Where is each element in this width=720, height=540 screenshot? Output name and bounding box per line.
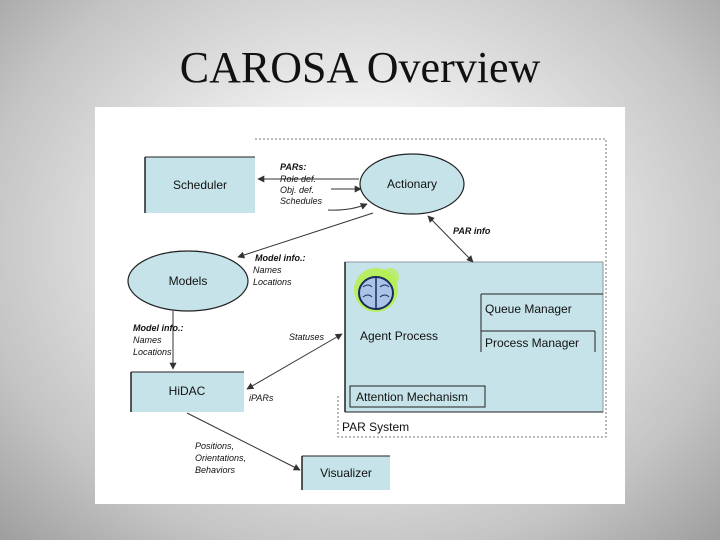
arrow-hidac-visualizer bbox=[186, 412, 301, 471]
model-info-top-title: Model info.: bbox=[255, 253, 306, 263]
scheduler-label: Scheduler bbox=[173, 178, 227, 192]
carosa-diagram: PAR System Queue Manager Process Manager… bbox=[95, 107, 625, 504]
attention-mechanism-box bbox=[349, 385, 486, 408]
par-info-label: PAR info bbox=[453, 226, 491, 236]
actionary-label: Actionary bbox=[387, 177, 437, 191]
pars-label: PARs: bbox=[280, 162, 306, 172]
pars-items: Role def. Obj. def. Schedules bbox=[280, 174, 323, 206]
agent-process-label: Agent Process bbox=[360, 329, 438, 343]
actionary-node bbox=[359, 153, 465, 215]
brain-icon bbox=[354, 268, 399, 312]
hidac-box bbox=[131, 372, 244, 412]
models-node bbox=[127, 250, 249, 312]
visualizer-box bbox=[302, 456, 390, 490]
slide-title: CAROSA Overview bbox=[179, 43, 541, 92]
arrow-statuses-ipars bbox=[246, 333, 343, 390]
diagram-canvas: PAR System Queue Manager Process Manager… bbox=[127, 138, 607, 490]
process-manager-label: Process Manager bbox=[485, 336, 579, 350]
ipars-label: iPARs bbox=[249, 393, 274, 403]
model-info-left-items: Names Locations bbox=[133, 335, 172, 357]
hidac-label: HiDAC bbox=[169, 384, 206, 398]
positions-label: Positions, Orientations, Behaviors bbox=[195, 441, 249, 475]
attention-mechanism-label: Attention Mechanism bbox=[356, 390, 468, 404]
arrow-actionary-models bbox=[237, 212, 374, 259]
system-boundary bbox=[255, 138, 607, 438]
arrow-par-info bbox=[427, 215, 474, 263]
arrow-schedules-actionary bbox=[327, 203, 368, 211]
par-system-label: PAR System bbox=[342, 420, 409, 434]
queue-manager-label: Queue Manager bbox=[485, 302, 572, 316]
visualizer-label: Visualizer bbox=[320, 466, 372, 480]
model-info-left-title: Model info.: bbox=[133, 323, 184, 333]
scheduler-box bbox=[145, 157, 255, 213]
models-label: Models bbox=[169, 274, 208, 288]
statuses-label: Statuses bbox=[289, 332, 325, 342]
model-info-top-items: Names Locations bbox=[253, 265, 292, 287]
